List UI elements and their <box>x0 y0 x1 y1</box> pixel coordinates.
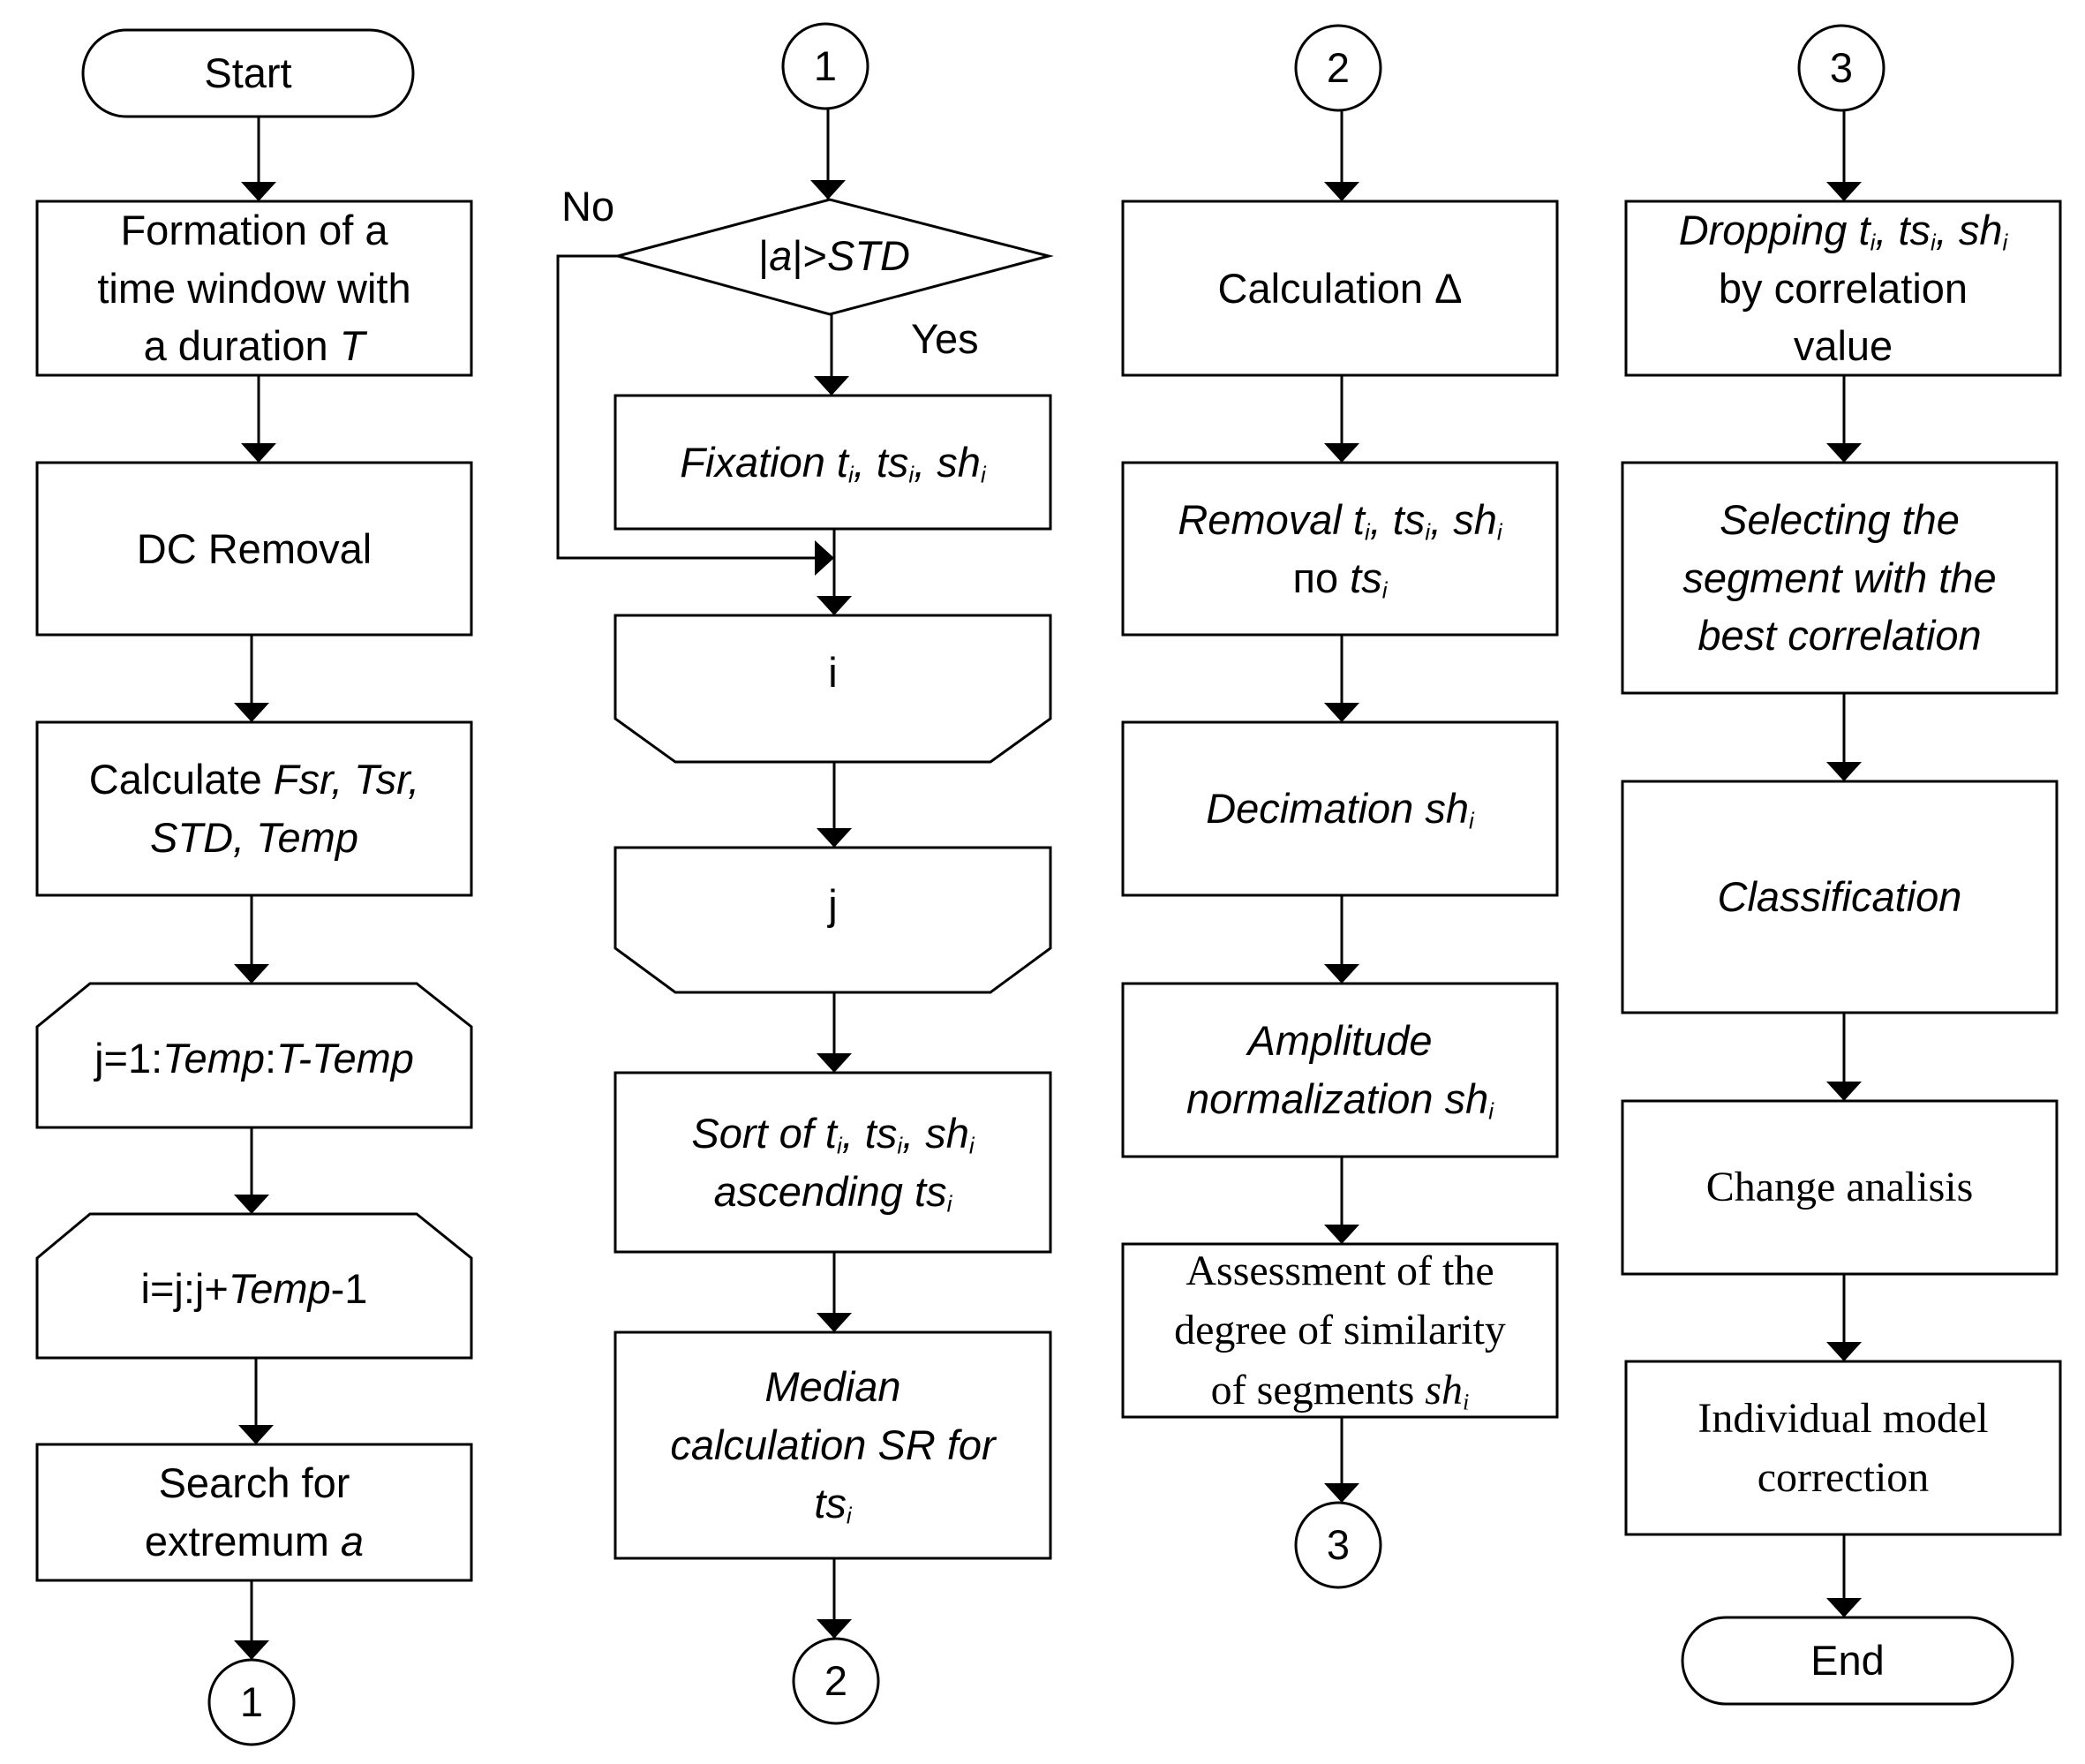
formation-box <box>35 200 473 377</box>
individual-box <box>1624 1360 2062 1536</box>
connector-3-in-shape <box>1797 24 1886 112</box>
dc-removal-box <box>35 461 473 637</box>
connector-3-out-label: 3 <box>1326 1521 1351 1569</box>
calc-delta-label: Calculation Δ <box>1217 264 1463 312</box>
classification-box <box>1621 780 2059 1014</box>
classification-label: Classification <box>1717 873 1962 921</box>
arrow-c2-no-bypass <box>556 254 834 576</box>
start-label: Start <box>204 49 292 97</box>
fixation-label: Fixation ti, tsi, shi <box>680 438 986 488</box>
end-terminator <box>1681 1616 2014 1706</box>
decision-shape <box>613 198 1054 316</box>
assessment-box <box>1121 1242 1559 1419</box>
loop-i-end-label: i <box>828 649 838 697</box>
decimation-box <box>1121 720 1559 897</box>
sort-box <box>613 1071 1052 1254</box>
change-label: Change analisis <box>1705 1164 1974 1211</box>
loop-j-end-shape <box>613 846 1052 994</box>
yes-label: Yes <box>911 315 979 362</box>
calc-delta-box <box>1121 200 1559 377</box>
connector-1-in-label: 1 <box>813 42 838 90</box>
connector-2-in-label: 2 <box>1326 44 1351 92</box>
removal-box <box>1121 461 1559 637</box>
connector-1-out-label: 1 <box>239 1678 264 1726</box>
connector-3-in-label: 3 <box>1829 44 1854 92</box>
loop-j-end-label: j <box>828 881 838 929</box>
loop-j-start-label: j=1:Temp:T-Temp <box>94 1034 414 1082</box>
calculate-box <box>35 720 473 897</box>
connector-2-out-shape <box>792 1637 880 1725</box>
selecting-box <box>1621 461 2059 695</box>
calculate-label: Calculate Fsr, Tsr,STD, Temp <box>88 756 420 861</box>
loop-i-start-label: i=j:j+Temp-1 <box>140 1264 368 1312</box>
connector-2-out-label: 2 <box>824 1657 848 1705</box>
decision-label: |a|>STD <box>757 232 910 280</box>
no-label: No <box>561 183 615 230</box>
search-box <box>35 1443 473 1582</box>
change-box <box>1621 1099 2059 1276</box>
dropping-box <box>1624 200 2062 377</box>
connector-3-out-shape <box>1294 1501 1382 1589</box>
start-terminator <box>81 28 415 118</box>
amplitude-box <box>1121 982 1559 1158</box>
connector-1-in-shape <box>781 22 869 110</box>
median-box <box>613 1331 1052 1560</box>
loop-i-start-shape <box>35 1212 473 1360</box>
connector-2-in-shape <box>1294 24 1382 112</box>
end-label: End <box>1810 1637 1885 1685</box>
decimation-label: Decimation shi <box>1206 785 1474 834</box>
loop-i-end-shape <box>613 614 1052 764</box>
loop-j-start-shape <box>35 982 473 1129</box>
dc-removal-label: DC Removal <box>136 524 373 572</box>
